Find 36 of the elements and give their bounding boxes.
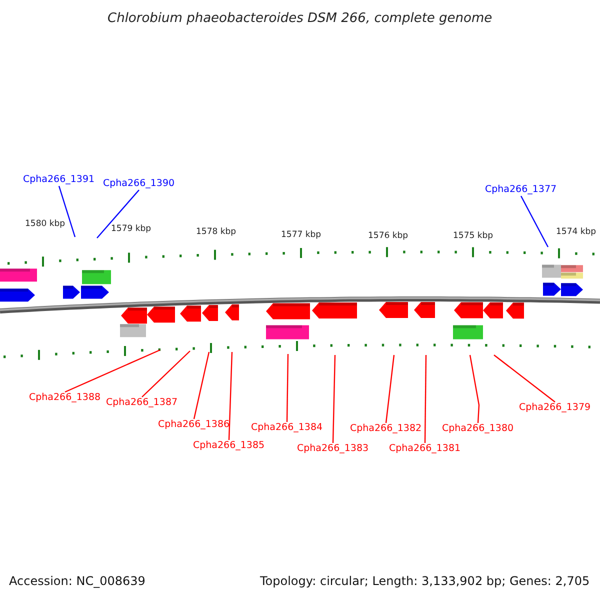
gene-label: Cpha266_1386 [158, 420, 230, 430]
gene-label: Cpha266_1387 [106, 398, 178, 408]
leader-line [520, 196, 549, 248]
scale-label: 1577 kbp [281, 230, 322, 239]
leader-line [142, 350, 190, 398]
gene-label: Cpha266_1385 [193, 441, 265, 450]
leader-line [385, 354, 395, 424]
scale-label: 1576 kbp [368, 232, 408, 240]
leader-line [286, 354, 289, 422]
gene-label: Cpha266_1391 [23, 175, 95, 184]
leader-line [469, 354, 480, 424]
scale-label: 1578 kbp [196, 228, 236, 236]
leader-line [424, 355, 427, 443]
gene-label: Cpha266_1388 [29, 393, 101, 402]
title: Chlorobium phaeobacteroides DSM 266, complete genome [108, 12, 492, 24]
leader-line [96, 190, 140, 238]
gene-label: Cpha266_1382 [350, 424, 422, 434]
leader-line [58, 186, 76, 238]
leader-line [494, 354, 556, 402]
gene-label: Cpha266_1379 [519, 403, 591, 412]
leader-line [64, 349, 160, 393]
gene-label: Cpha266_1381 [389, 444, 461, 454]
scale-label: 1580 kbp [25, 220, 66, 228]
gene-label: Cpha266_1384 [251, 423, 323, 432]
leader-line [228, 352, 233, 440]
gene-label: Cpha266_1383 [297, 444, 369, 454]
leader-line [193, 352, 210, 420]
gene-label: Cpha266_1390 [103, 179, 175, 188]
genome-stats-text: Topology: circular; Length: 3,133,902 bp; Genes: 2,705 [260, 575, 590, 587]
scale-label: 1574 kbp [556, 228, 596, 236]
accession-text: Accession: NC_008639 [9, 575, 146, 587]
scale-label: 1575 kbp [453, 232, 494, 240]
leader-line [332, 354, 336, 444]
scale-label: 1579 kbp [111, 224, 152, 233]
gene-label: Cpha266_1377 [485, 185, 557, 194]
gene-label: Cpha266_1380 [442, 424, 514, 434]
